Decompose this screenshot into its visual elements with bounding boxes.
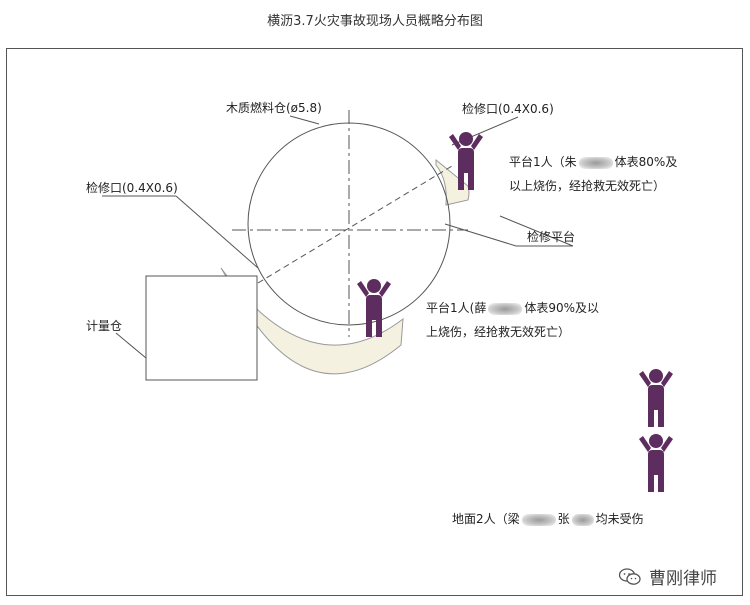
top-person-note-line2: 以上烧伤，经抢救无效死亡） xyxy=(509,179,666,193)
top-person-note-line1-prefix: 平台1人（朱 xyxy=(509,155,577,169)
leader-fuel-silo xyxy=(289,115,320,125)
middle-person-note-line1-prefix: 平台1人(薛 xyxy=(426,301,487,315)
leader-metering-silo xyxy=(115,332,147,359)
middle-person-note: 平台1人(薛 体表90%及以 上烧伤，经抢救无效死亡） xyxy=(426,296,599,344)
ground-note-prefix: 地面2人（梁 xyxy=(452,512,520,526)
platform-label: 检修平台 xyxy=(527,230,576,244)
page-title: 横沥3.7火灾事故现场人员概略分布图 xyxy=(267,14,483,29)
leader-platform xyxy=(499,215,574,247)
redaction-blur xyxy=(521,513,556,526)
leader-platform-curve xyxy=(444,223,517,247)
top-person-note-line1-suffix: 体表80%及 xyxy=(614,155,678,169)
fuel-silo-label: 木质燃料仓(ø5.8) xyxy=(226,101,322,115)
middle-person-note-line2: 上烧伤，经抢救无效死亡） xyxy=(426,325,571,339)
leader-hatch-left-diag xyxy=(175,195,259,269)
hatch-connection-line xyxy=(257,165,453,284)
ground-note: 地面2人（梁 张 均未受伤 xyxy=(452,511,644,527)
redaction-blur xyxy=(571,513,594,526)
redaction-blur xyxy=(578,156,613,169)
top-person-note: 平台1人（朱 体表80%及 以上烧伤，经抢救无效死亡） xyxy=(509,150,677,198)
hatch-left-label: 检修口(0.4X0.6) xyxy=(86,181,178,195)
wechat-icon xyxy=(619,567,641,585)
hatch-top-label: 检修口(0.4X0.6) xyxy=(462,102,554,116)
middle-person-note-line1-suffix: 体表90%及以 xyxy=(524,301,600,315)
metering-silo-label: 计量仓 xyxy=(86,319,123,333)
watermark-text: 曹刚律师 xyxy=(649,569,717,589)
maintenance-platform-arc xyxy=(220,267,404,375)
diagram-frame xyxy=(6,48,743,596)
person-icon xyxy=(639,434,673,492)
person-icon xyxy=(357,279,391,337)
ground-note-suffix: 均未受伤 xyxy=(595,512,644,526)
redaction-blur xyxy=(488,302,523,315)
ground-note-middle: 张 xyxy=(557,512,570,526)
metering-silo-box xyxy=(145,275,258,381)
person-icon xyxy=(449,132,483,190)
person-icon xyxy=(639,369,673,427)
watermark: 曹刚律师 xyxy=(619,564,717,589)
